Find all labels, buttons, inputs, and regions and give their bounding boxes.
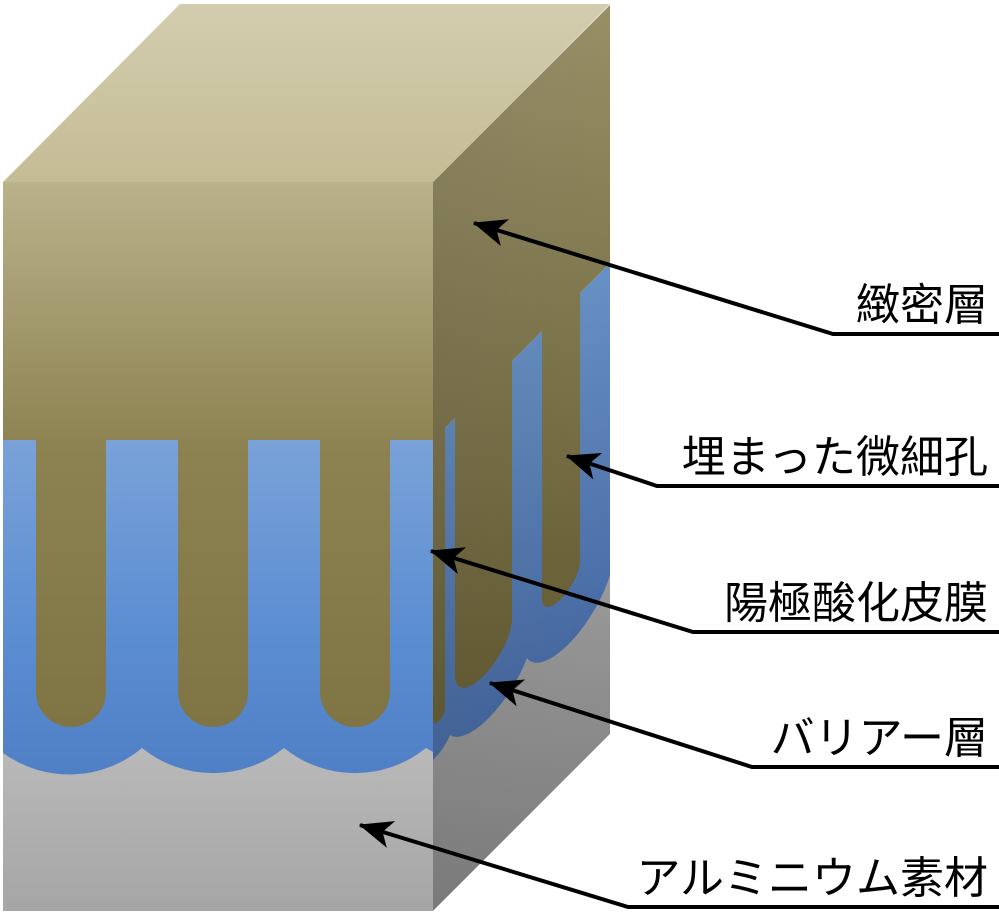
leader-aluminum-substrate [358,821,999,909]
label-buried-micropores: 埋まった微細孔 [682,432,988,483]
front-face [3,182,433,911]
leader-buried-micropores [565,452,999,488]
leader-anodic-oxide-film [429,547,999,634]
layer-labels: 緻密層 埋まった微細孔 陽極酸化皮膜 バリアー層 アルミニウム素材 [636,280,988,904]
label-dense-layer: 緻密層 [856,280,988,331]
label-aluminum-substrate: アルミニウム素材 [636,853,988,904]
top-face [3,4,610,182]
label-anodic-oxide-film: 陽極酸化皮膜 [724,578,988,629]
front-dense-layer-with-pore-fingers [3,182,433,727]
leader-dense-layer [472,219,999,336]
leader-barrier-layer [488,679,999,769]
label-barrier-layer: バリアー層 [771,713,988,764]
leader-lines [358,219,999,909]
